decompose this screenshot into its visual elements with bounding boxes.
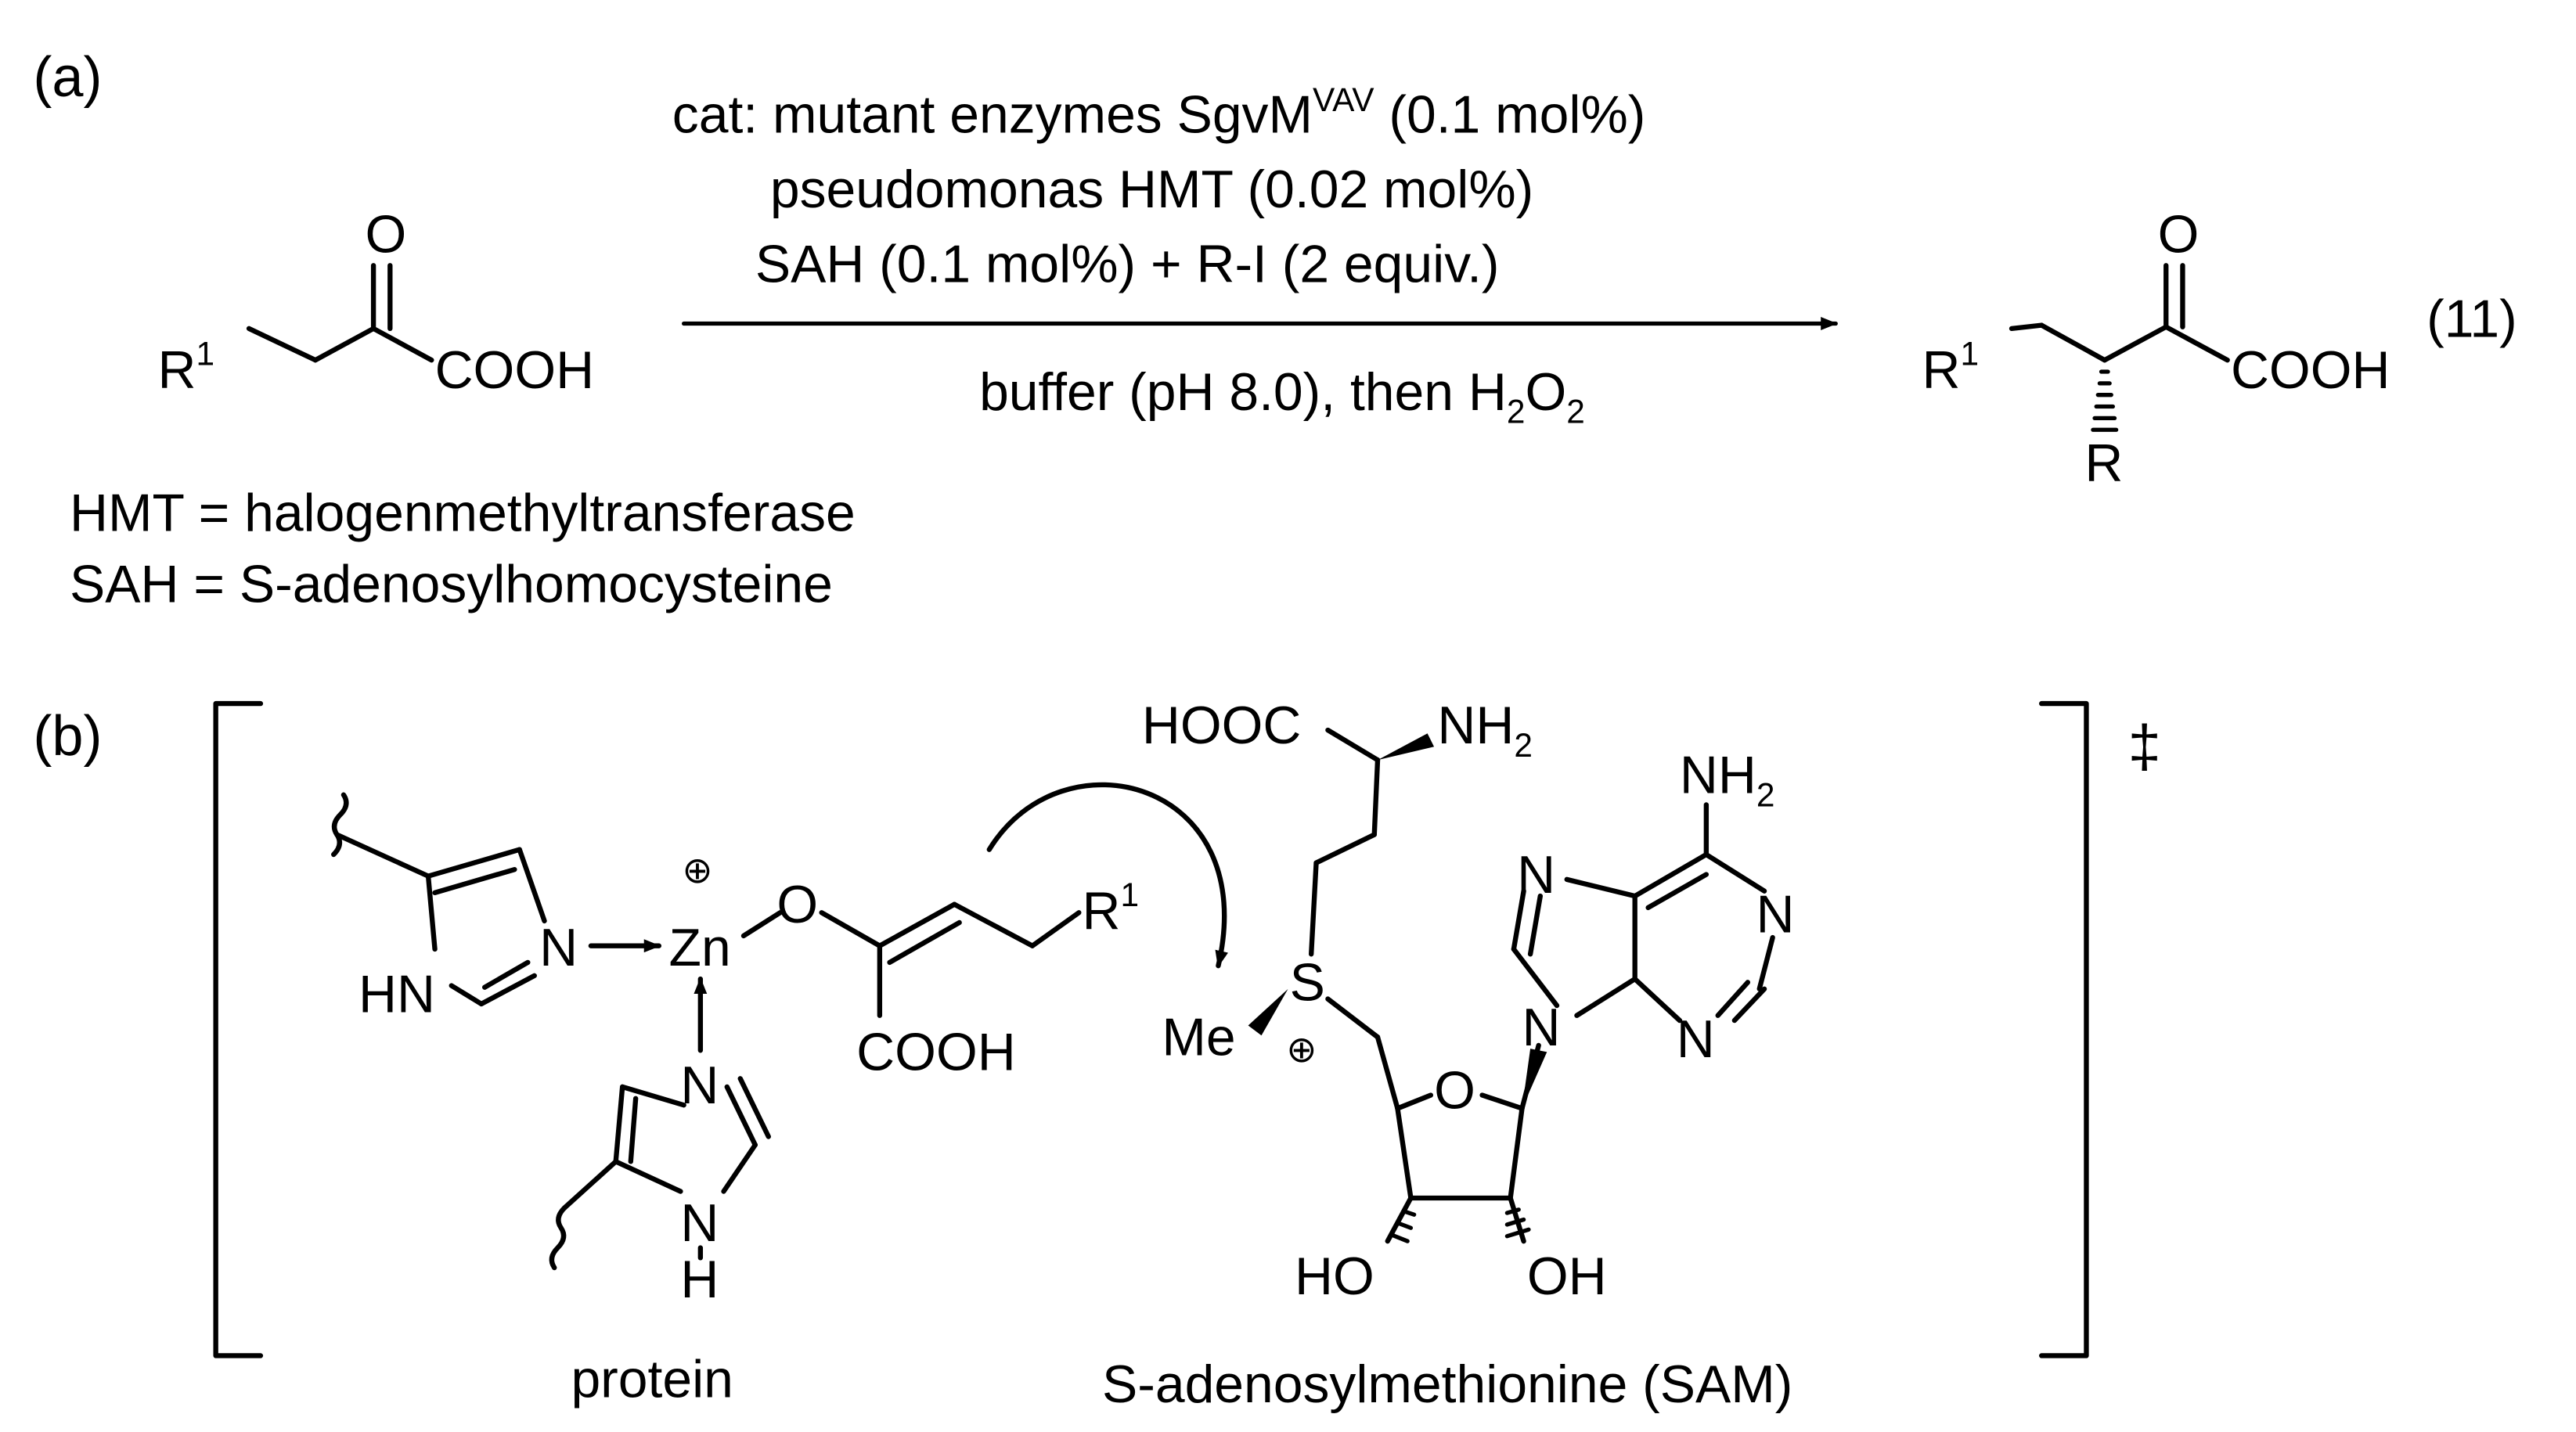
product-carbonyl-o: O bbox=[2158, 205, 2200, 264]
panel-a-label: (a) bbox=[33, 46, 102, 109]
curved-arrow bbox=[986, 782, 1228, 969]
sam-adenine-amine: NH2 bbox=[1680, 747, 1775, 814]
product-hashed-wedge bbox=[2091, 369, 2119, 432]
equation-number: (11) bbox=[2426, 290, 2517, 348]
product-cooh: COOH bbox=[2231, 341, 2390, 400]
reactant-carbonyl-o: O bbox=[366, 205, 407, 264]
sam-methyl-wedge bbox=[1248, 988, 1288, 1036]
sam-hooc: HOOC bbox=[1142, 696, 1302, 755]
sam-alpha-wedge bbox=[1378, 733, 1435, 761]
protein-caption: protein bbox=[571, 1350, 733, 1409]
zinc-complex-bonds bbox=[331, 792, 1082, 1271]
imidazole-2-h: H bbox=[680, 1250, 719, 1309]
zinc-charge: ⊕ bbox=[683, 850, 713, 891]
imidazole-1-n: N bbox=[539, 919, 578, 977]
definition-hmt: HMT = halogenmethyltransferase bbox=[70, 484, 856, 543]
sam-n9: N bbox=[1522, 998, 1560, 1057]
condition-below-arrow: buffer (pH 8.0), then H2O2 bbox=[979, 363, 1585, 430]
sam-oh-left: HO bbox=[1295, 1247, 1374, 1306]
reactant-r-group: R1 bbox=[157, 336, 214, 401]
imidazole-2-n-bottom: N bbox=[680, 1194, 719, 1253]
imidazole-1-nh: HN bbox=[358, 966, 435, 1024]
sam-n1: N bbox=[1756, 886, 1794, 944]
condition-line-2: pseudomonas HMT (0.02 mol%) bbox=[770, 160, 1533, 219]
product-new-r: R bbox=[2084, 434, 2123, 493]
reactant-structure bbox=[246, 263, 434, 363]
sam-alpha-amine: NH2 bbox=[1437, 696, 1533, 764]
sam-sulfonium-charge: ⊕ bbox=[1286, 1029, 1317, 1070]
definition-sah: SAH = S-adenosylhomocysteine bbox=[70, 556, 833, 614]
panel-b-label: (b) bbox=[33, 705, 102, 768]
product-structure bbox=[2009, 263, 2230, 363]
enolate-r-group: R1 bbox=[1083, 876, 1140, 941]
zinc-atom: Zn bbox=[669, 919, 731, 977]
imidazole-2-n-top: N bbox=[680, 1056, 719, 1115]
sam-n3: N bbox=[1677, 1010, 1715, 1069]
sam-oh-right: OH bbox=[1527, 1247, 1607, 1306]
bracket-left bbox=[213, 700, 264, 1358]
sam-n7: N bbox=[1517, 846, 1555, 905]
product-r-group: R1 bbox=[1922, 336, 1980, 401]
sam-hashed-bonds bbox=[1389, 1207, 1531, 1243]
enolate-cooh: COOH bbox=[856, 1024, 1016, 1082]
sam-anomeric-wedge bbox=[1522, 1049, 1547, 1109]
transition-state-mark: ‡ bbox=[2127, 714, 2160, 780]
sam-caption: S-adenosylmethionine (SAM) bbox=[1102, 1355, 1792, 1414]
bracket-right bbox=[2039, 700, 2089, 1358]
reactant-cooh: COOH bbox=[435, 341, 595, 400]
sam-methyl: Me bbox=[1162, 1009, 1235, 1067]
sam-ribose-o: O bbox=[1434, 1061, 1475, 1120]
sam-bonds bbox=[1309, 727, 1775, 1244]
condition-line-1: cat: mutant enzymes SgvMVAV (0.1 mol%) bbox=[672, 81, 1646, 145]
sam-sulfur: S bbox=[1290, 954, 1325, 1013]
enolate-o: O bbox=[776, 876, 818, 934]
condition-line-3: SAH (0.1 mol%) + R-I (2 equiv.) bbox=[755, 235, 1500, 293]
